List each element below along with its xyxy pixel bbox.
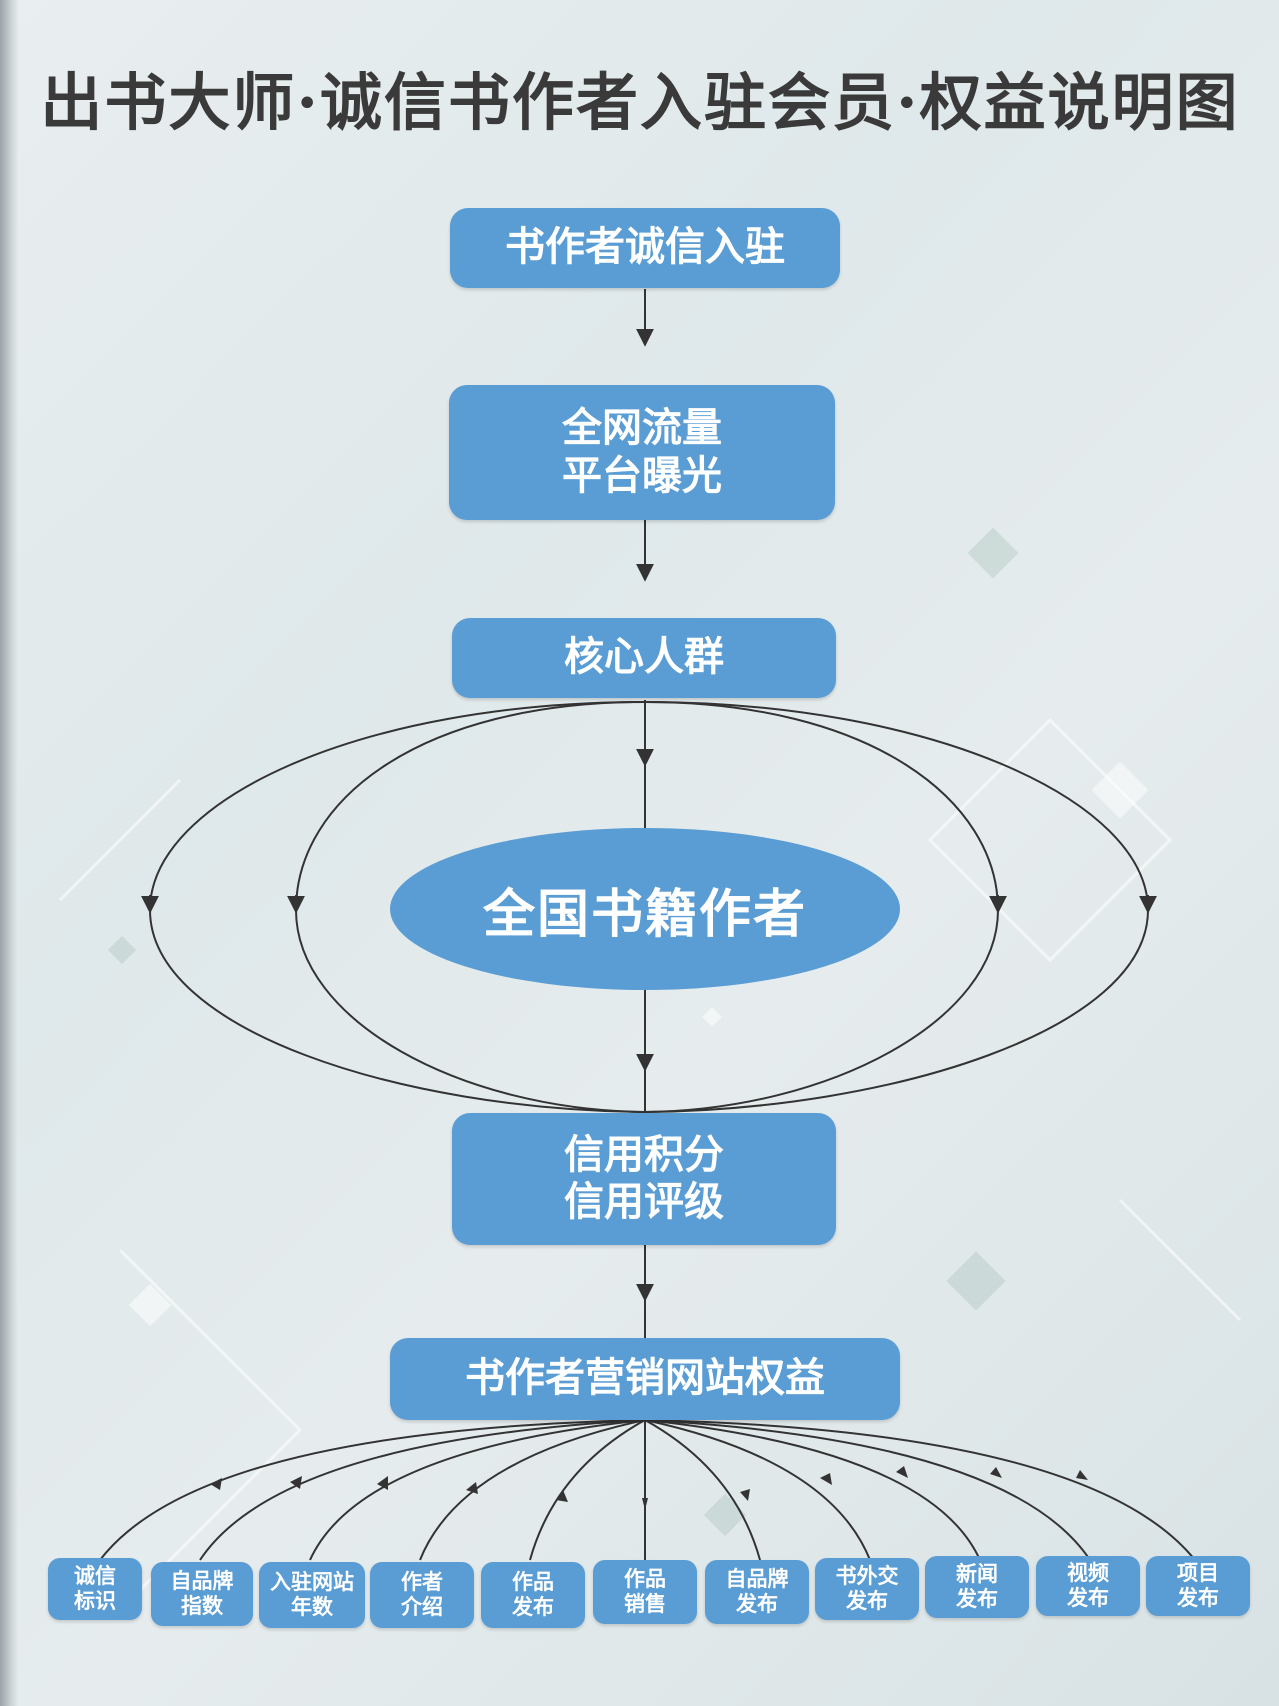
node-traffic: 全网流量 平台曝光 <box>449 385 835 520</box>
fan-arrow-9 <box>644 1419 981 1561</box>
benefit-work-publish-line2: 发布 <box>512 1595 554 1619</box>
node-join: 书作者诚信入驻 <box>450 208 840 288</box>
benefit-book-diplomacy-line2: 发布 <box>846 1589 888 1613</box>
node-core: 核心人群 <box>452 618 836 698</box>
fan-arrow-1 <box>99 1419 646 1561</box>
benefit-author-intro: 作者 介绍 <box>370 1562 474 1628</box>
benefit-project-publish: 项目 发布 <box>1146 1556 1250 1616</box>
benefit-video-publish-line2: 发布 <box>1067 1586 1109 1610</box>
benefit-work-sales-line1: 作品 <box>624 1566 666 1591</box>
fan-arrow-8 <box>644 1419 871 1561</box>
benefit-project-publish-line1: 项目 <box>1177 1560 1219 1585</box>
benefit-brand-index: 自品牌 指数 <box>151 1562 253 1626</box>
benefit-work-publish-line1: 作品 <box>512 1569 554 1594</box>
benefit-news-publish-line2: 发布 <box>956 1587 998 1611</box>
benefit-work-sales: 作品 销售 <box>593 1560 697 1624</box>
benefit-book-diplomacy: 书外交 发布 <box>815 1558 919 1620</box>
node-join-label: 书作者诚信入驻 <box>505 224 785 271</box>
benefit-video-publish: 视频 发布 <box>1036 1556 1140 1616</box>
benefit-news-publish: 新闻 发布 <box>925 1556 1029 1618</box>
benefit-membership-years: 入驻网站 年数 <box>259 1562 365 1628</box>
node-authors: 全国书籍作者 <box>390 828 900 990</box>
benefit-integrity-mark-line2: 标识 <box>74 1589 116 1613</box>
benefit-brand-publish-line2: 发布 <box>736 1592 778 1616</box>
fan-arrow-10 <box>644 1419 1091 1561</box>
fan-arrow-5 <box>529 1419 646 1561</box>
benefit-news-publish-line1: 新闻 <box>956 1561 998 1586</box>
benefit-author-intro-line2: 介绍 <box>401 1595 443 1619</box>
node-traffic-line2: 平台曝光 <box>562 452 722 499</box>
node-rights-label: 书作者营销网站权益 <box>465 1355 825 1402</box>
benefit-work-publish: 作品 发布 <box>481 1562 585 1628</box>
benefit-brand-index-line2: 指数 <box>181 1594 223 1618</box>
benefit-integrity-mark-line1: 诚信 <box>74 1563 116 1588</box>
node-traffic-line1: 全网流量 <box>562 405 722 452</box>
benefit-author-intro-line1: 作者 <box>401 1569 443 1594</box>
benefit-brand-publish-line1: 自品牌 <box>725 1566 789 1591</box>
benefit-project-publish-line2: 发布 <box>1177 1586 1219 1610</box>
fan-arrow-4 <box>419 1419 646 1561</box>
benefit-brand-publish: 自品牌 发布 <box>705 1560 809 1624</box>
node-core-label: 核心人群 <box>564 634 724 681</box>
fan-arrow-2 <box>199 1419 646 1561</box>
benefit-membership-years-line2: 年数 <box>291 1595 333 1619</box>
fan-arrow-7 <box>644 1419 761 1561</box>
node-rights: 书作者营销网站权益 <box>390 1338 900 1420</box>
benefit-video-publish-line1: 视频 <box>1067 1560 1109 1585</box>
benefit-book-diplomacy-line1: 书外交 <box>835 1563 899 1588</box>
node-credit: 信用积分 信用评级 <box>452 1113 836 1245</box>
node-authors-label: 全国书籍作者 <box>482 884 807 945</box>
poster-left-edge <box>0 0 18 1706</box>
node-credit-line2: 信用评级 <box>564 1179 724 1225</box>
page-title: 出书大师·诚信书作者入驻会员·权益说明图 <box>40 66 1240 139</box>
benefit-brand-index-line1: 自品牌 <box>170 1568 234 1593</box>
fan-arrow-3 <box>309 1419 646 1561</box>
node-credit-line1: 信用积分 <box>564 1131 724 1178</box>
fan-arrow-11 <box>644 1419 1196 1561</box>
benefit-membership-years-line1: 入驻网站 <box>270 1569 354 1594</box>
benefit-work-sales-line2: 销售 <box>624 1592 666 1616</box>
benefit-integrity-mark: 诚信 标识 <box>48 1558 142 1620</box>
